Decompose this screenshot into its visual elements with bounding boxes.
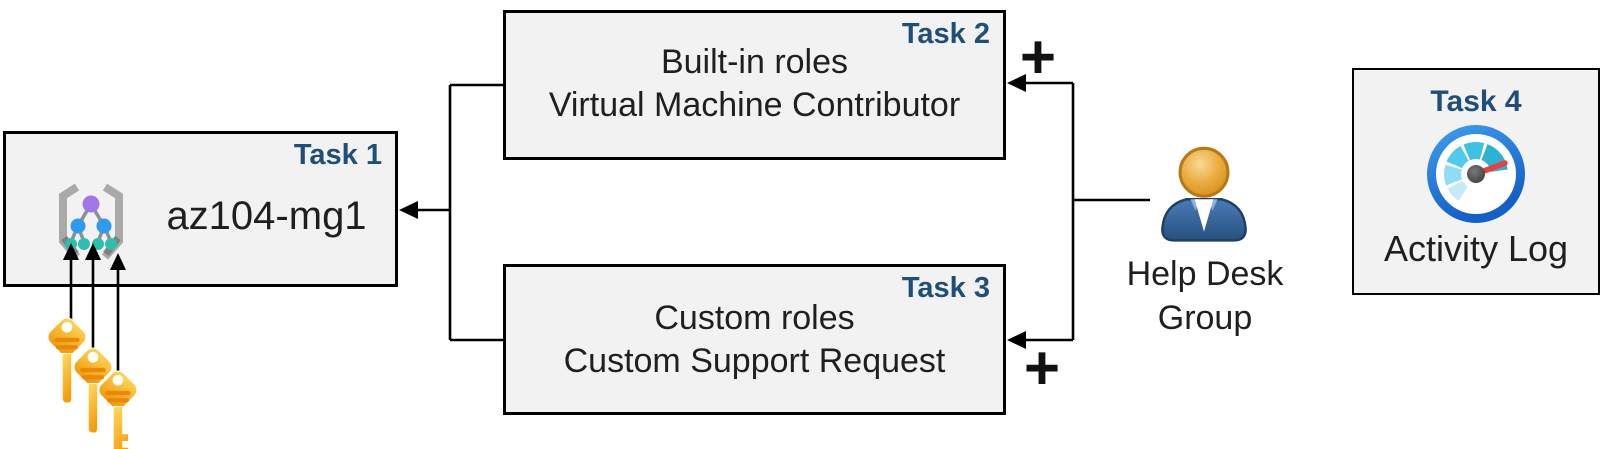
helpdesk-group-caption: Help Desk Group bbox=[1100, 252, 1310, 340]
activity-log-gauge-icon bbox=[1427, 125, 1525, 223]
arrowhead-into-task1 bbox=[399, 201, 418, 219]
key-icon bbox=[73, 347, 113, 434]
task3-line1: Custom roles bbox=[654, 299, 855, 337]
task4-label: Task 4 bbox=[1430, 85, 1522, 118]
helpdesk-caption-line1: Help Desk bbox=[1126, 255, 1284, 293]
person-icon bbox=[1161, 146, 1247, 242]
task3-line2: Custom Support Request bbox=[563, 342, 946, 380]
task2-text: Built-in roles Virtual Machine Contribut… bbox=[506, 41, 1003, 127]
management-group-icon bbox=[59, 183, 123, 260]
task1-label: Task 1 bbox=[293, 139, 382, 171]
task4-box: Task 4 Activ bbox=[1352, 68, 1600, 295]
person-collar bbox=[1194, 199, 1214, 232]
task2-line1: Built-in roles bbox=[660, 43, 849, 81]
task2-box: Task 2 Built-in roles Virtual Machine Co… bbox=[503, 10, 1006, 160]
connector-roles-to-mg bbox=[399, 83, 504, 342]
task3-text: Custom roles Custom Support Request bbox=[506, 297, 1003, 383]
task3-label: Task 3 bbox=[901, 272, 990, 304]
task2-label: Task 2 bbox=[901, 18, 990, 50]
plus-sign-task3: + bbox=[1023, 333, 1061, 403]
task1-box: Task 1 az104-mg1 bbox=[3, 131, 398, 287]
person-head bbox=[1178, 146, 1230, 198]
helpdesk-caption-line2: Group bbox=[1157, 299, 1253, 337]
management-group-name: az104-mg1 bbox=[166, 193, 367, 238]
gauge-hub bbox=[1467, 165, 1485, 183]
task2-line2: Virtual Machine Contributor bbox=[548, 86, 961, 124]
management-group-tree bbox=[65, 195, 117, 250]
task4-caption: Activity Log bbox=[1383, 228, 1569, 269]
key-icon bbox=[47, 317, 87, 404]
plus-sign-task2: + bbox=[1019, 22, 1057, 92]
key-icon bbox=[98, 370, 138, 449]
task3-box: Task 3 Custom roles Custom Support Reque… bbox=[503, 264, 1006, 415]
